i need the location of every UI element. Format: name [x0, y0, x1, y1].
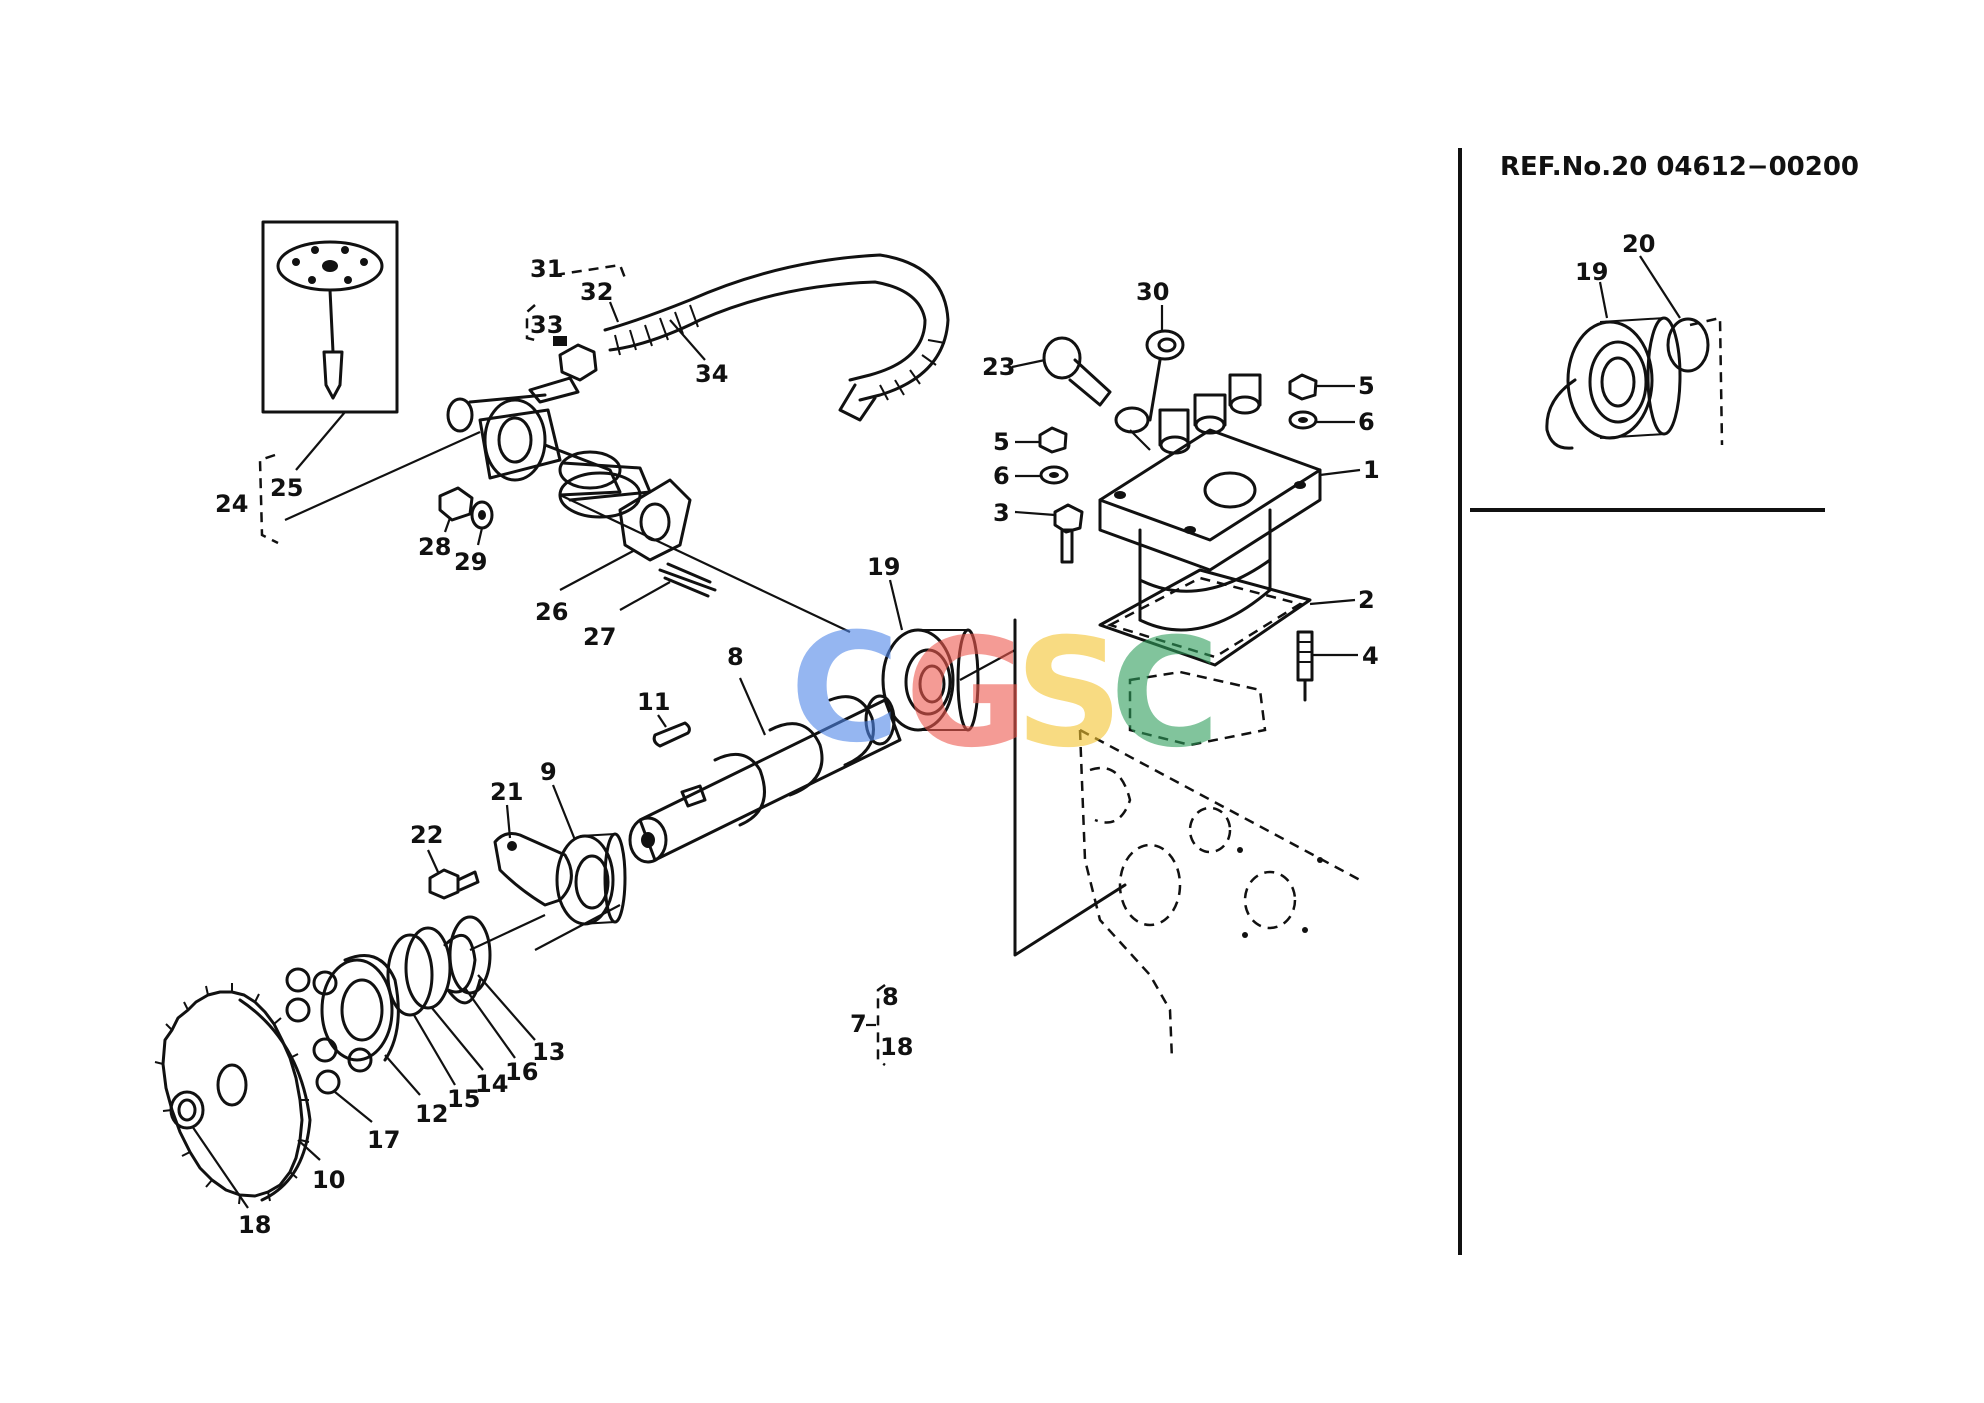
part-34-cable	[603, 253, 950, 422]
bracket-7	[876, 983, 886, 1067]
callout-13: 13	[532, 1038, 565, 1066]
callout-28: 28	[418, 533, 451, 561]
bracket-31	[554, 263, 627, 279]
callout-4: 4	[1362, 642, 1379, 670]
watermark-letter-3: S	[1015, 607, 1123, 781]
callout-11: 11	[637, 688, 670, 716]
part-1-injection-pump	[1098, 373, 1322, 632]
callout-30: 30	[1136, 278, 1169, 306]
callout-6-left: 6	[993, 462, 1010, 490]
callout-17: 17	[367, 1126, 400, 1154]
tachometer-drive-assembly	[446, 376, 652, 519]
inset-callout-20: 20	[1622, 230, 1655, 258]
callout-29: 29	[454, 548, 487, 576]
callout-24: 24	[215, 490, 248, 518]
callout-18: 18	[238, 1211, 271, 1239]
part-27-stud	[658, 562, 717, 598]
callout-7-8: 8	[882, 983, 899, 1011]
callout-15: 15	[447, 1085, 480, 1113]
part-21-stopper	[493, 832, 573, 907]
callout-23: 23	[982, 353, 1015, 381]
callout-6-right: 6	[1358, 408, 1375, 436]
callout-32: 32	[580, 278, 613, 306]
part-22-bolt	[428, 868, 480, 900]
callout-3: 3	[993, 499, 1010, 527]
callouts: 1 2 4 3 5 6 5 6 23 30 34 31 32	[191, 255, 1380, 1239]
part-11-key	[652, 721, 691, 748]
callout-31: 31	[530, 255, 563, 283]
callout-12: 12	[415, 1100, 448, 1128]
part-4-stud	[1296, 630, 1314, 702]
callout-8: 8	[727, 643, 744, 671]
callout-7: 7	[850, 1010, 867, 1038]
callout-5-left: 5	[993, 428, 1010, 456]
watermark-logo: C G S C	[790, 602, 1220, 781]
callout-7-18: 18	[880, 1033, 913, 1061]
callout-34: 34	[695, 360, 728, 388]
watermark-letter-2: G	[905, 607, 1028, 781]
callout-21: 21	[490, 778, 523, 806]
callout-25: 25	[270, 474, 303, 502]
inset-callout-19: 19	[1575, 258, 1608, 286]
part-25-inset	[261, 220, 399, 414]
bracket-24	[258, 453, 279, 545]
callout-16: 16	[505, 1058, 538, 1086]
part-12-ball-sleeve	[320, 954, 400, 1062]
part-3-bolt	[1053, 503, 1084, 564]
part-33-nut	[553, 336, 598, 382]
part-18-circlip	[169, 1090, 205, 1130]
callout-10: 10	[312, 1166, 345, 1194]
watermark-letter-1: C	[790, 602, 900, 776]
part-30-eye-bolt	[1145, 329, 1185, 422]
part-26-gasket	[618, 478, 692, 562]
callout-2: 2	[1358, 586, 1375, 614]
part-10-gear	[154, 983, 312, 1205]
part-23-fitting	[1042, 336, 1151, 451]
callout-27: 27	[583, 623, 616, 651]
part-19-bearing	[881, 628, 980, 732]
part-15-ring	[386, 933, 434, 1017]
ref-number-title: REF.No.20 04612−00200	[1500, 152, 1859, 182]
callout-1: 1	[1363, 456, 1380, 484]
callout-5-right: 5	[1358, 372, 1375, 400]
part-8-camshaft	[628, 694, 902, 864]
callout-33: 33	[530, 311, 563, 339]
callout-9: 9	[540, 758, 557, 786]
part-2-gasket	[1098, 568, 1312, 667]
part-5-nut-left	[1038, 426, 1068, 454]
part-29-washer	[470, 500, 494, 530]
part-6-washer-left	[1039, 465, 1069, 485]
watermark-letter-4: C	[1110, 607, 1220, 781]
callout-26: 26	[535, 598, 568, 626]
part-9-bearing	[555, 832, 627, 926]
callout-14: 14	[475, 1070, 508, 1098]
bracket-33	[525, 304, 536, 342]
crankcase-outline	[959, 618, 1361, 1061]
callout-22: 22	[410, 821, 443, 849]
callout-19: 19	[867, 553, 900, 581]
inset-bearing-diagram: 19 20	[1545, 230, 1724, 450]
part-5-nut-right	[1288, 373, 1318, 401]
part-6-washer-right	[1288, 410, 1318, 430]
part-28-nut	[438, 486, 474, 522]
